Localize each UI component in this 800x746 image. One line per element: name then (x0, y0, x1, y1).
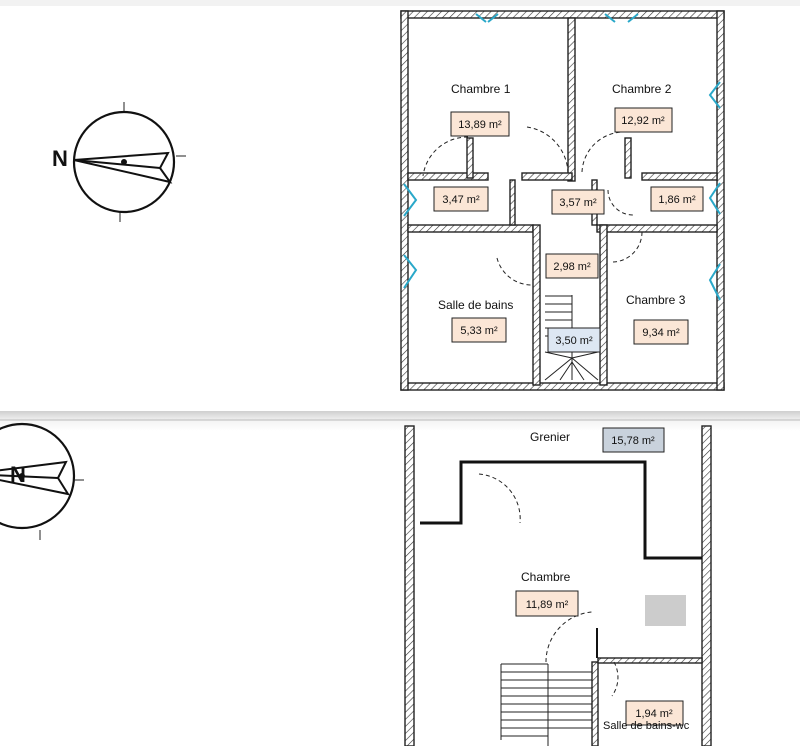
room-area: 13,89 m² (458, 119, 502, 131)
wall (701, 425, 712, 746)
door-swing (496, 257, 534, 286)
compass-north-label: N (10, 462, 26, 487)
compass-rose: N (52, 102, 186, 222)
door-swing (545, 611, 593, 663)
area-tag (515, 590, 579, 617)
wall (567, 17, 576, 182)
room-name: Chambre (521, 570, 571, 584)
area-tag (650, 186, 704, 212)
room-name: Chambre 3 (626, 293, 686, 307)
room-name: Grenier (530, 430, 570, 444)
room-area: 2,98 m² (553, 261, 591, 273)
area-tag (545, 253, 599, 279)
door-swing (581, 131, 625, 173)
room-name: Chambre 1 (451, 82, 511, 96)
room-area: 11,89 m² (526, 599, 569, 611)
area-tag (547, 327, 601, 353)
staircase (500, 663, 593, 746)
wall (400, 382, 725, 391)
door-swing (611, 231, 643, 263)
knee-wall (420, 460, 702, 560)
chimney-block (645, 595, 686, 626)
area-tag (614, 107, 673, 133)
wall (400, 10, 725, 19)
wall (407, 172, 489, 181)
wall (509, 179, 516, 226)
room-area: 1,86 m² (658, 194, 696, 206)
wall (521, 172, 573, 181)
window (708, 182, 721, 215)
page-fold (0, 411, 800, 431)
window (475, 13, 499, 23)
upper-floor-plan: Chambre 1 Chambre 2 Salle de bains Chamb… (400, 10, 725, 391)
room-name: Chambre 2 (612, 82, 672, 96)
door-swing (422, 136, 469, 177)
wall (596, 224, 718, 233)
area-tag (602, 427, 665, 453)
area-tag (450, 111, 510, 137)
wall (400, 10, 409, 391)
scan-shadow (0, 0, 800, 6)
window (604, 13, 639, 23)
room-area: 3,57 m² (559, 197, 597, 209)
wall (641, 172, 718, 181)
room-area: 15,78 m² (611, 435, 655, 447)
door-swing (611, 661, 619, 697)
area-tag (551, 189, 605, 215)
wall (597, 657, 703, 664)
wall (599, 224, 608, 386)
compass-rose-partial (0, 422, 84, 540)
room-name: Salle de bains-wc (603, 720, 690, 732)
wall (716, 10, 725, 391)
room-name: Salle de bains (438, 298, 513, 312)
door-swing (526, 126, 569, 177)
wall (466, 137, 474, 179)
wall (591, 661, 599, 746)
compass-north-label: N (52, 146, 68, 171)
wall (532, 224, 541, 386)
window (403, 254, 418, 289)
room-area: 3,47 m² (442, 194, 480, 206)
window (708, 263, 721, 301)
room-area: 1,94 m² (635, 708, 673, 720)
window (708, 81, 721, 109)
door-swing (478, 473, 521, 524)
room-area: 9,34 m² (642, 327, 680, 339)
area-tag (633, 319, 689, 345)
compass-circle (72, 110, 176, 214)
wall (404, 425, 415, 746)
wall (624, 137, 632, 179)
room-area: 12,92 m² (621, 115, 665, 127)
area-tag (451, 317, 507, 343)
area-tag (433, 186, 489, 212)
room-area: 3,50 m² (555, 335, 593, 347)
attic-floor-plan: Grenier 15,78 m² Chambre 11,89 m² 1,94 m… (404, 425, 712, 746)
room-area: 5,33 m² (460, 325, 498, 337)
door-swing (607, 189, 635, 216)
wall (407, 224, 534, 233)
window (403, 183, 418, 217)
area-tag (625, 700, 684, 726)
